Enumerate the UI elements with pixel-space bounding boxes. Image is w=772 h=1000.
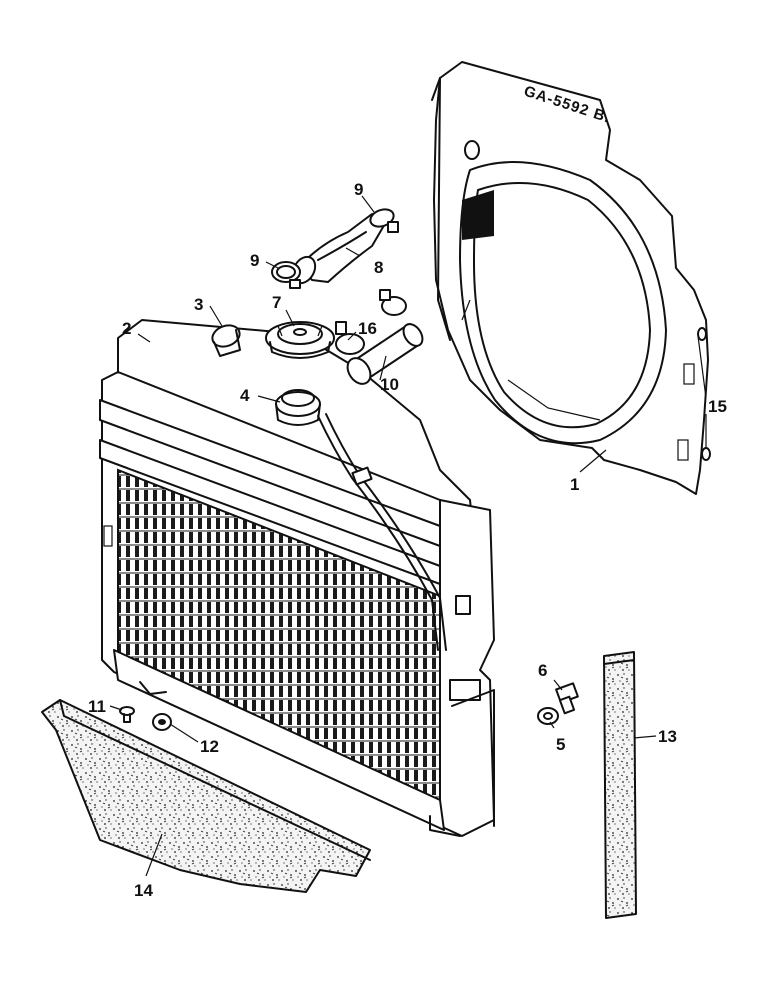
mounting-bolt — [119, 706, 135, 723]
callout-7: 7 — [272, 293, 281, 312]
upper-hose — [291, 213, 387, 285]
hose-clamp-lower — [271, 261, 301, 289]
callout-5: 5 — [556, 735, 565, 754]
callout-labels: 1 2 3 4 5 6 7 8 9 9 10 11 12 13 14 15 16 — [88, 180, 727, 900]
callout-3: 3 — [194, 295, 203, 314]
leader-lines — [109, 195, 707, 877]
callout-4: 4 — [240, 386, 250, 405]
fan-shroud — [431, 61, 711, 495]
callout-9-upper: 9 — [354, 180, 363, 199]
lower-hose — [346, 323, 424, 385]
radiator-cap — [265, 321, 335, 359]
callout-6: 6 — [538, 661, 547, 680]
upper-outlet — [211, 324, 241, 357]
callout-12: 12 — [200, 737, 219, 756]
sealing-washer — [537, 707, 559, 725]
filler-neck — [275, 389, 321, 426]
hose-clamp-16b — [379, 289, 407, 316]
callout-2: 2 — [122, 319, 131, 338]
callout-13: 13 — [658, 727, 677, 746]
callout-10: 10 — [380, 375, 399, 394]
callout-1: 1 — [570, 475, 579, 494]
callout-9-lower: 9 — [250, 251, 259, 270]
hose-clamp-upper — [369, 208, 399, 233]
callout-11: 11 — [88, 697, 106, 716]
mounting-nut — [152, 713, 172, 731]
callout-15: 15 — [708, 397, 727, 416]
lower-seal-strip — [41, 699, 371, 893]
radiator-core — [99, 319, 495, 837]
side-seal-strip — [603, 651, 637, 919]
callout-8: 8 — [374, 258, 383, 277]
hose-clamp-16a — [335, 321, 365, 355]
drain-plug — [555, 682, 579, 715]
callout-16: 16 — [358, 319, 377, 338]
callout-14: 14 — [134, 881, 153, 900]
